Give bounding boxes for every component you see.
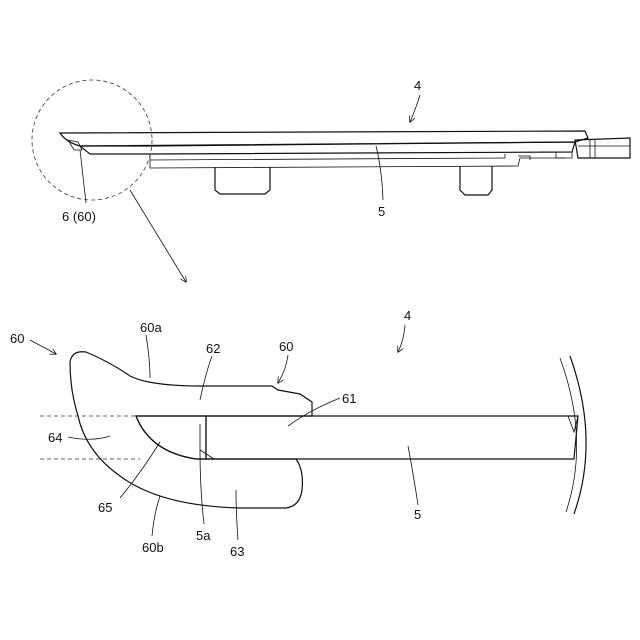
label-5: 5 — [414, 507, 421, 522]
label-64: 64 — [48, 430, 62, 445]
leader-64 — [68, 436, 110, 439]
top-ref-arrow — [410, 95, 420, 122]
arrow-ref4 — [398, 325, 405, 352]
frame-outer-curve — [570, 356, 586, 514]
label-ref4: 4 — [404, 308, 411, 323]
detail-circle — [32, 80, 152, 200]
top-part5-label: 5 — [378, 204, 385, 219]
arrow-60-left — [30, 340, 56, 354]
callout-leader — [80, 150, 86, 203]
top-lower-line — [150, 158, 505, 160]
leader-63 — [236, 490, 238, 540]
leader-62 — [200, 356, 212, 400]
label-60a: 60a — [140, 320, 162, 335]
detail-view: 60 60a 62 60 4 61 64 65 5a 5 60b 63 — [10, 308, 586, 559]
detail-arrow — [130, 190, 186, 282]
leader-5 — [408, 446, 418, 505]
label-5a: 5a — [196, 528, 211, 543]
label-65: 65 — [98, 500, 112, 515]
top-right-notches — [505, 152, 566, 160]
insert-65 — [136, 416, 206, 459]
leader-61 — [288, 398, 340, 426]
arrow-60-top — [278, 355, 288, 383]
label-62: 62 — [206, 341, 220, 356]
label-61: 61 — [342, 391, 356, 406]
panel-5 — [206, 416, 578, 459]
top-left-boss — [215, 167, 270, 194]
label-60-top: 60 — [279, 339, 293, 354]
top-5-leader — [376, 146, 383, 200]
top-callout-label: 6 (60) — [62, 209, 96, 224]
top-right-boss — [460, 166, 492, 195]
top-right-clip — [575, 138, 630, 158]
top-ref-label: 4 — [414, 78, 421, 93]
label-63: 63 — [230, 544, 244, 559]
leader-60b — [152, 496, 160, 536]
label-60b: 60b — [142, 540, 164, 555]
leader-60a — [146, 335, 150, 378]
top-inner-panel — [80, 142, 575, 154]
leader-65 — [120, 442, 160, 498]
label-60-left: 60 — [10, 331, 24, 346]
overall-view: 4 5 6 (60) — [32, 78, 630, 282]
grip-member-60 — [70, 352, 312, 508]
frame-inner-curve — [560, 358, 577, 512]
leader-5a — [200, 450, 204, 524]
